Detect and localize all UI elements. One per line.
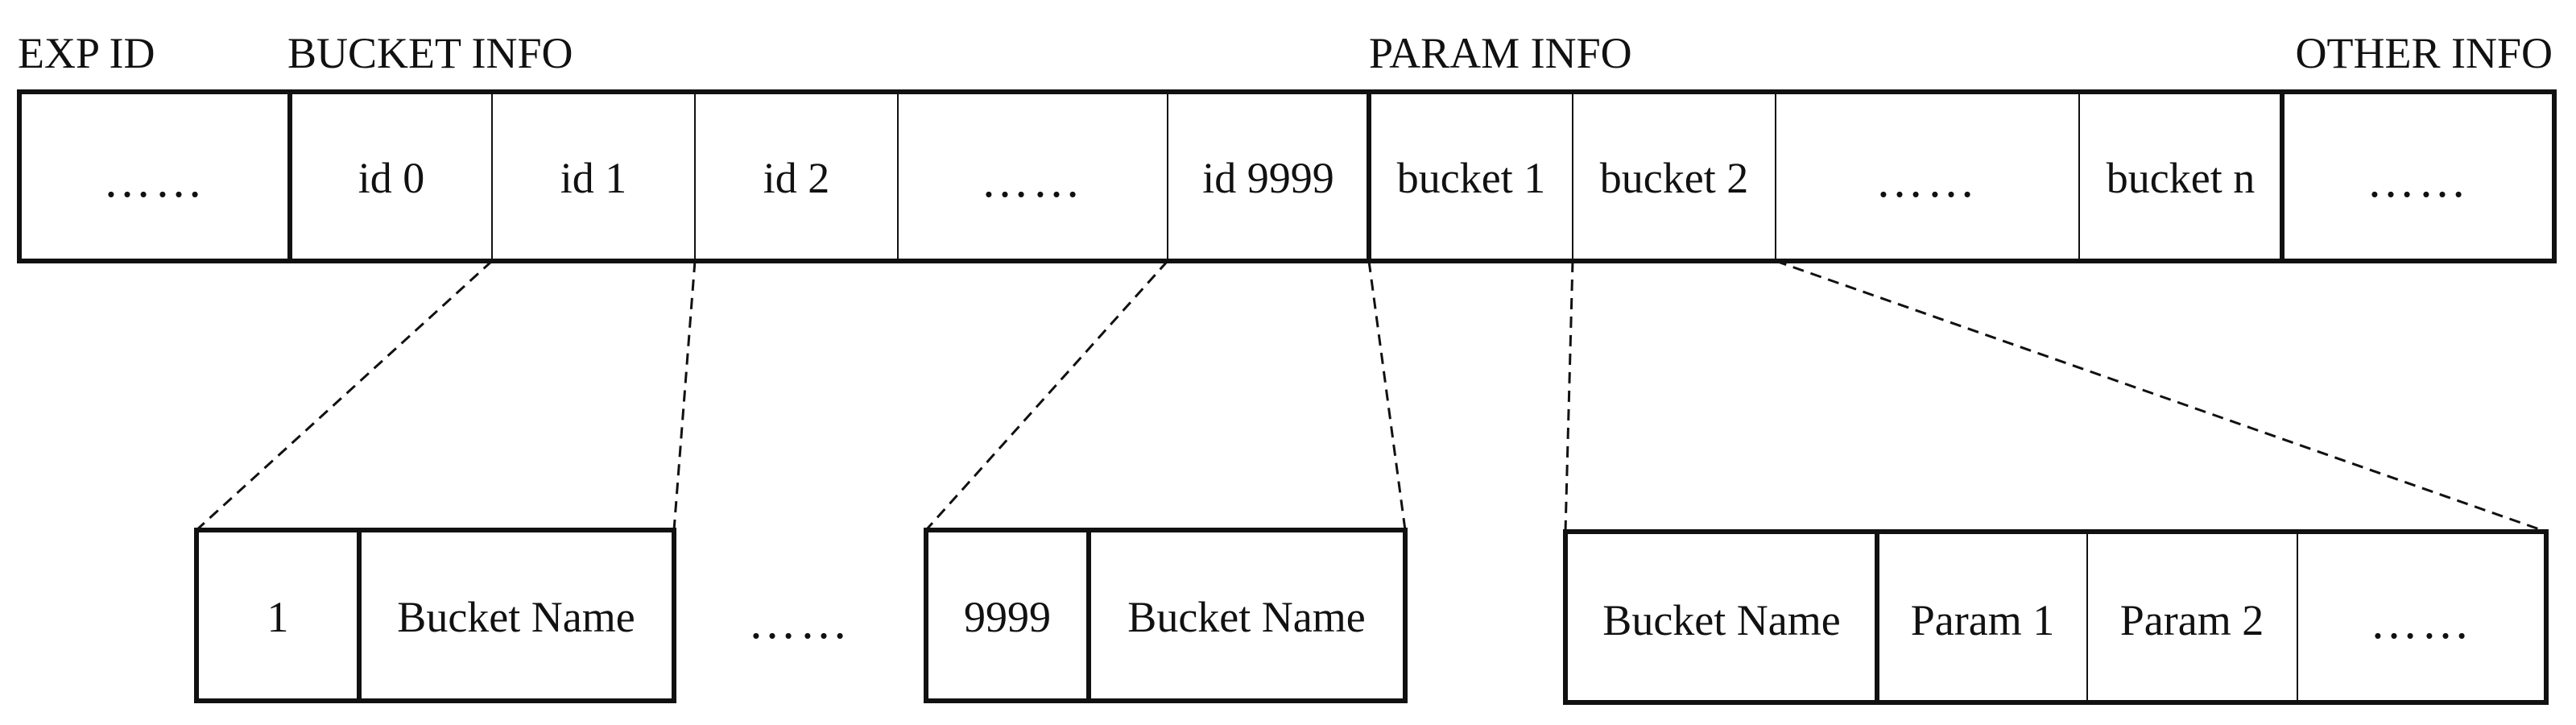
connector-id9999-left (924, 259, 1169, 532)
detail-bucket-name: Bucket Name (1602, 596, 1840, 644)
header-bucket-info: BUCKET INFO (287, 29, 573, 77)
cell-other-ellipsis: …… (2367, 154, 2470, 207)
cell-bucketn: bucket n (2107, 154, 2255, 202)
cell-bucket1: bucket 1 (1397, 154, 1545, 202)
connector-bucket2-left (1564, 260, 1574, 532)
detail-bucket-outline (1563, 529, 2549, 705)
detail-bucket-param1: Param 1 (1911, 596, 2054, 644)
cell-id2: id 2 (763, 154, 830, 202)
detail-id9999-name: Bucket Name (1127, 593, 1365, 641)
detail-id1-number: 1 (267, 593, 289, 641)
cell-id0: id 0 (358, 154, 425, 202)
detail-bucket-ellipsis: …… (2370, 595, 2473, 648)
cell-buckets-ellipsis: …… (1875, 154, 1979, 207)
connector-id1-right (672, 260, 697, 531)
detail-id1-name: Bucket Name (397, 593, 635, 641)
top-bar-outline (17, 89, 2557, 263)
detail-bucket-param2: Param 2 (2120, 596, 2264, 644)
detail-id1-outline (194, 528, 676, 703)
header-param-info: PARAM INFO (1369, 29, 1632, 77)
connector-id9999-right (1367, 260, 1407, 531)
detail-box-id1 (194, 528, 676, 703)
connector-id1-left (195, 259, 494, 532)
detail-id9999-number: 9999 (964, 593, 1051, 641)
cell-bucket2: bucket 2 (1600, 154, 1748, 202)
cell-id9999: id 9999 (1202, 154, 1334, 202)
cell-id1: id 1 (560, 154, 627, 202)
zoom-connectors (195, 259, 2547, 533)
detail-id9999-outline (924, 528, 1408, 703)
top-record-bar (17, 89, 2557, 263)
detail-gap-ellipsis: …… (748, 595, 851, 648)
cell-exp-ellipsis: …… (103, 154, 206, 207)
detail-box-bucket (1563, 529, 2549, 705)
detail-box-id9999 (924, 528, 1408, 703)
cell-ids-ellipsis: …… (981, 154, 1084, 207)
header-exp-id: EXP ID (18, 29, 155, 77)
header-other-info: OTHER INFO (2296, 29, 2553, 77)
connector-bucket2-right (1775, 259, 2547, 533)
